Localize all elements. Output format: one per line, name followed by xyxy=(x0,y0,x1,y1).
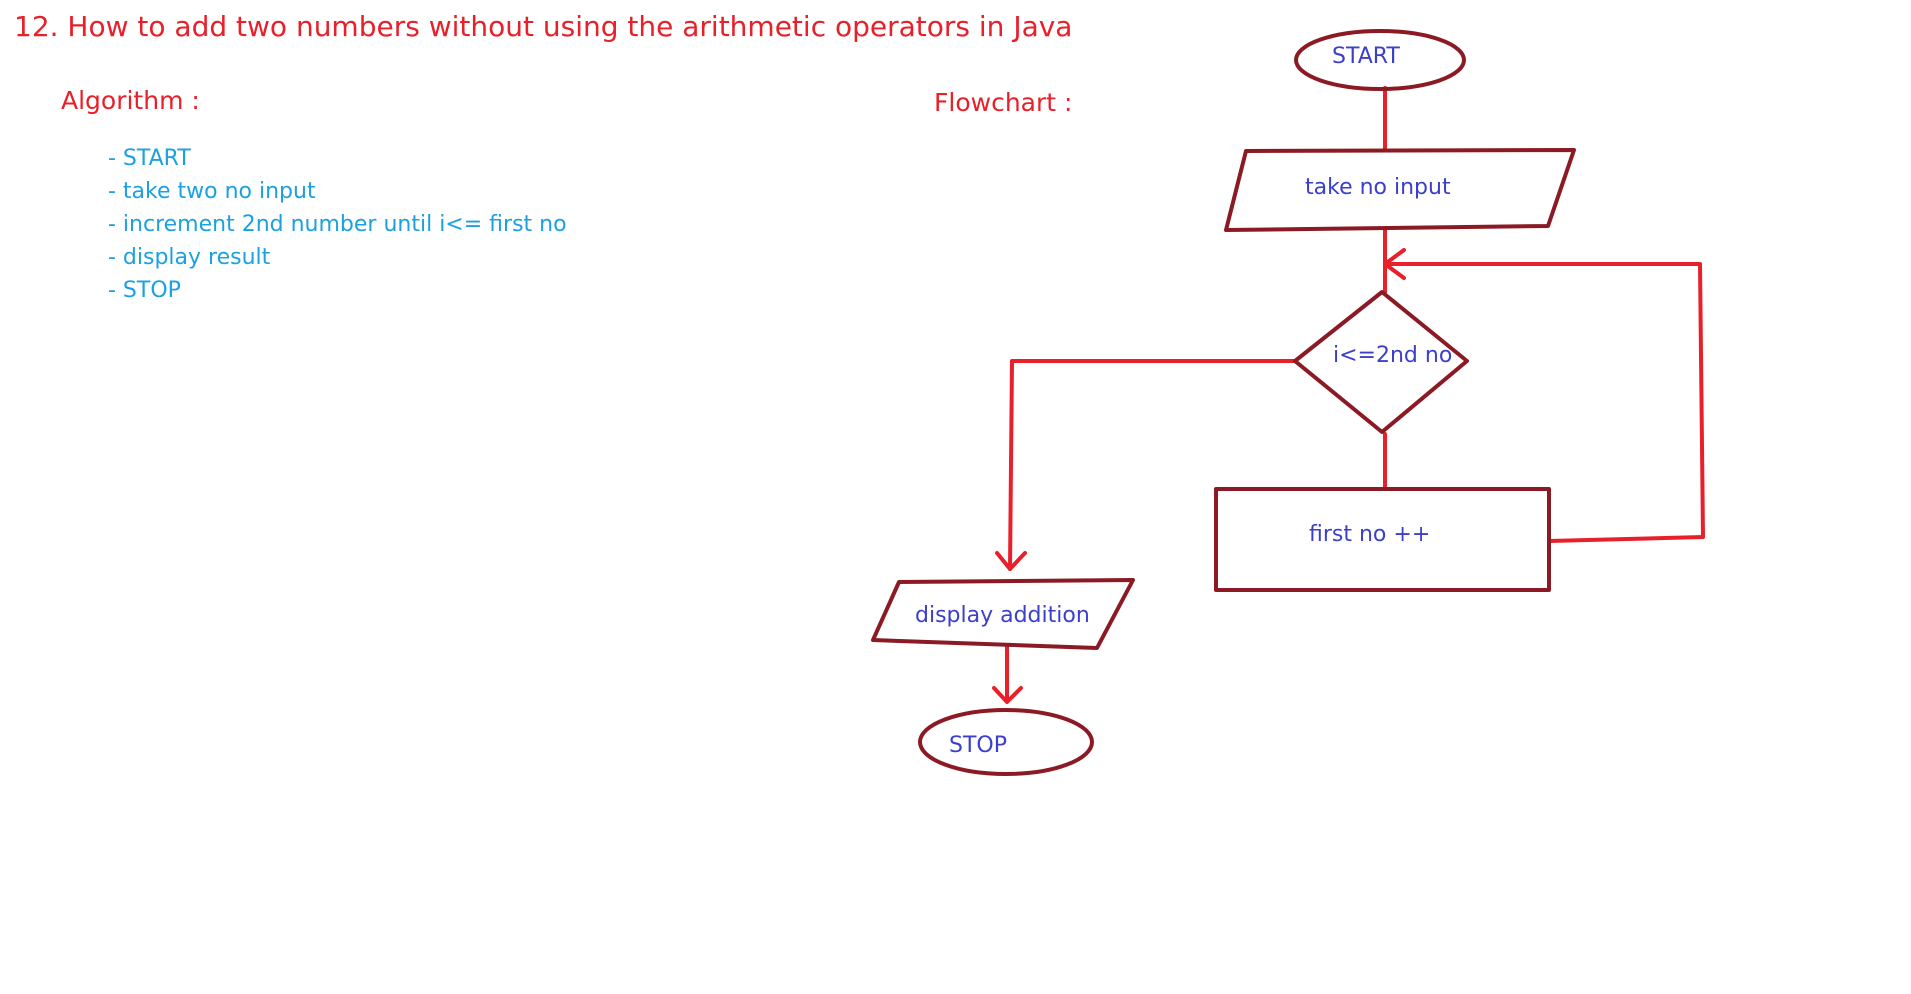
connector-decision-output xyxy=(1008,359,1297,571)
start-terminal xyxy=(1294,29,1466,91)
process-label: first no ++ xyxy=(1309,522,1430,547)
stop-label: STOP xyxy=(949,733,1007,758)
arrowhead-output xyxy=(995,551,1027,571)
algorithm-step: - take two no input xyxy=(108,179,316,204)
algorithm-step: - STOP xyxy=(108,278,181,303)
algorithm-steps: - START - take two no input - increment … xyxy=(108,142,567,307)
connector-loop-back xyxy=(1383,262,1705,543)
algorithm-step: - increment 2nd number until i<= first n… xyxy=(108,212,567,237)
process-box xyxy=(1214,487,1551,592)
algorithm-step: - START xyxy=(108,146,191,171)
algorithm-heading: Algorithm : xyxy=(61,86,200,115)
flowchart-heading: Flowchart : xyxy=(934,88,1073,117)
decision-label: i<=2nd no xyxy=(1333,343,1452,368)
input-label: take no input xyxy=(1305,175,1451,200)
page-title: 12. How to add two numbers without using… xyxy=(14,10,1073,43)
decision-diamond xyxy=(1293,290,1469,434)
algorithm-step: - display result xyxy=(108,245,271,270)
output-parallelogram xyxy=(871,578,1135,650)
output-label: display addition xyxy=(915,603,1090,628)
start-label: START xyxy=(1332,44,1400,69)
input-parallelogram xyxy=(1224,148,1576,232)
arrowhead-loop xyxy=(1383,248,1406,280)
arrowhead-stop xyxy=(992,686,1023,704)
stop-terminal xyxy=(918,708,1094,776)
